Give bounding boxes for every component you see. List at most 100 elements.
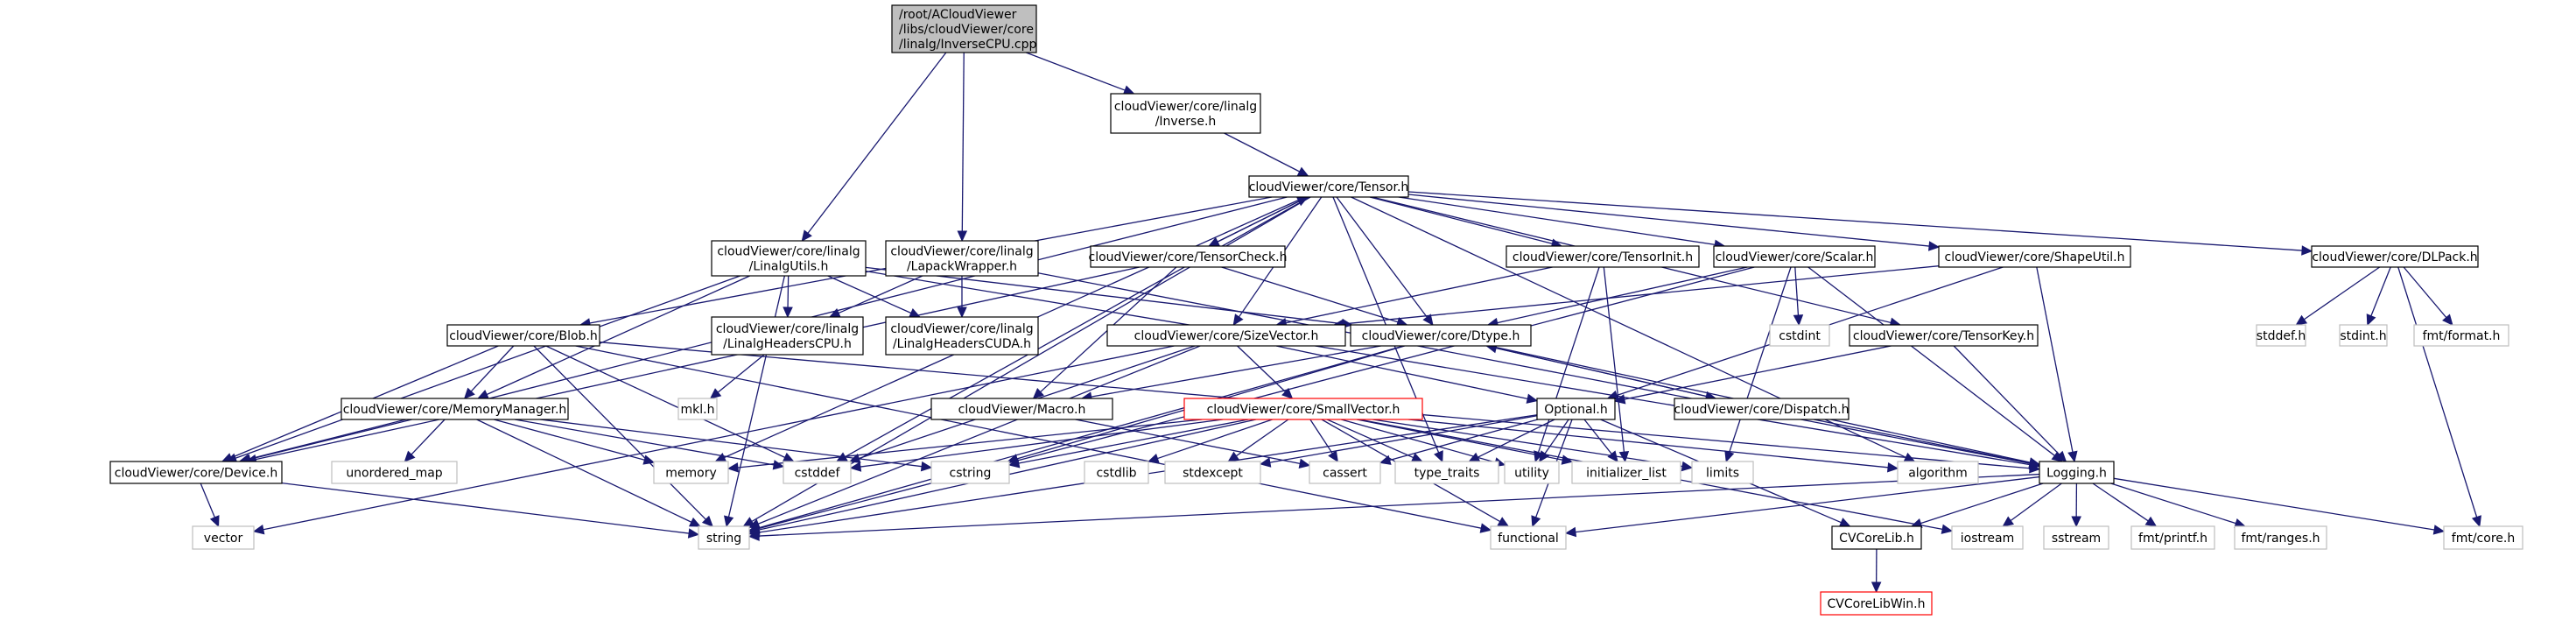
edge-smallvector-to-algorithm [1407,419,1899,473]
arrowhead-icon [957,230,968,243]
arrowhead-icon [2366,314,2376,327]
graph-node-unordered_map: unordered_map [331,461,458,484]
arrowhead-icon [723,515,734,528]
node-box [1090,245,1286,268]
graph-node-tensorinit[interactable]: cloudViewer/core/TensorInit.h [1506,245,1700,268]
arrowhead-icon [2471,515,2481,528]
edge-line [533,345,706,520]
edge-line [539,419,923,468]
graph-node-sstream: sstream [2043,525,2109,550]
arrowhead-icon [909,308,922,318]
node-label: /linalg/InverseCPU.cpp [899,38,1037,52]
arrowhead-icon [1434,450,1443,463]
arrowhead-icon [1122,85,1135,95]
edge-line [1389,419,1538,461]
graph-node-dlpack[interactable]: cloudViewer/core/DLPack.h [2311,245,2479,268]
graph-node-tensorcheck[interactable]: cloudViewer/core/TensorCheck.h [1089,245,1288,268]
edge-line [1407,191,2303,251]
node-box [698,525,750,550]
edge-tensorkey-to-optional [1613,345,1892,405]
graph-node-vector: vector [192,525,255,550]
arrowhead-icon [1564,526,1577,538]
node-label: sstream [2052,532,2101,546]
graph-node-blob[interactable]: cloudViewer/core/Blob.h [446,324,600,347]
node-label: cloudViewer/core/linalg [717,245,860,259]
graph-node-hdrcuda[interactable]: cloudViewer/core/linalg/LinalgHeadersCUD… [885,316,1039,356]
arrowhead-icon [772,460,785,470]
edge-line [1398,196,1716,246]
arrowhead-icon [1259,457,1272,468]
edge-line [1624,345,1892,400]
node-label: fmt/core.h [2452,532,2515,546]
graph-node-smallvector[interactable]: cloudViewer/core/SmallVector.h [1183,398,1423,420]
node-label: /libs/cloudViewer/core [899,23,1034,37]
edge-dlpack-to-fmtcore [2397,266,2481,528]
graph-node-lapack[interactable]: cloudViewer/core/linalg/LapackWrapper.h [885,240,1039,277]
graph-node-device[interactable]: cloudViewer/core/Device.h [109,461,283,484]
graph-node-hdrcpu[interactable]: cloudViewer/core/linalg/LinalgHeadersCPU… [711,316,864,356]
edge-line [838,275,923,314]
node-box [1394,461,1499,484]
node-box [1820,591,1933,616]
arrowhead-icon [1379,454,1392,465]
graph-node-dispatch[interactable]: cloudViewer/core/Dispatch.h [1674,398,1850,420]
graph-node-cstddef: cstddef [783,461,852,484]
edge-line [256,266,1140,461]
edge-line [1356,419,1563,461]
arrowhead-icon [477,390,489,399]
arrowhead-icon [1871,581,1882,594]
graph-node-cvcorelibwin[interactable]: CVCoreLibWin.h [1820,591,1933,616]
graph-node-logging[interactable]: Logging.h [2039,461,2115,484]
node-box [1506,245,1700,268]
arrowhead-icon [849,461,862,472]
edge-smallvector-to-cstdlib [1147,419,1273,463]
node-box [1831,525,1922,550]
arrowhead-icon [782,452,795,462]
arrowhead-icon [463,387,475,399]
graph-node-stddef: stddef.h [2256,324,2306,347]
node-box [2311,245,2479,268]
edge-line [827,275,912,314]
edge-line [1326,419,1414,459]
node-box [2443,525,2523,550]
graph-node-cvcorelib[interactable]: CVCoreLib.h [1831,525,1922,550]
graph-node-inverse[interactable]: cloudViewer/core/linalg/Inverse.h [1110,93,1261,134]
graph-node-scalar[interactable]: cloudViewer/core/Scalar.h [1713,245,1876,268]
graph-node-root[interactable]: /root/ACloudViewer/libs/cloudViewer/core… [891,4,1037,53]
graph-node-tensorkey[interactable]: cloudViewer/core/TensorKey.h [1849,324,2039,347]
edge-memmgr-to-unordered_map [404,419,446,462]
edge-memmgr-to-cstring [539,419,933,472]
graph-node-shapeutil[interactable]: cloudViewer/core/ShapeUtil.h [1938,245,2131,268]
graph-node-tensor[interactable]: cloudViewer/core/Tensor.h [1248,175,1409,198]
arrowhead-icon [1328,450,1338,463]
edge-line [235,275,741,459]
edge-line [514,419,775,466]
arrowhead-icon [221,453,234,462]
graph-node-macro[interactable]: cloudViewer/Macro.h [930,398,1113,420]
edge-scalar-to-logging [1807,266,2064,462]
node-label: cloudViewer/core/linalg [1114,100,1257,114]
node-label: cloudViewer/core/linalg [716,322,859,336]
graph-node-optional[interactable]: Optional.h [1536,398,1616,420]
graph-node-sizevector[interactable]: cloudViewer/core/SizeVector.h [1106,324,1346,347]
arrowhead-icon [1479,523,1492,533]
node-box [109,461,283,484]
arrowhead-icon [920,461,933,472]
edge-scalar-to-limits [1724,266,1792,463]
node-label: mkl.h [681,403,715,417]
edge-line [1309,419,1333,454]
edge-line [486,275,750,396]
node-label: /LapackWrapper.h [907,260,1017,274]
graph-node-stdint: stdint.h [2339,324,2388,347]
graph-node-memmgr[interactable]: cloudViewer/core/MemoryManager.h [340,398,569,420]
node-box [2043,525,2109,550]
graph-node-linalgutils[interactable]: cloudViewer/core/linalg/LinalgUtils.h [711,240,867,277]
edge-line [1953,345,2060,455]
graph-node-dtype[interactable]: cloudViewer/core/Dtype.h [1350,324,1532,347]
node-label: stddef.h [2257,329,2306,343]
edge-line [263,345,1175,531]
node-box [1713,245,1876,268]
arrowhead-icon [2442,314,2453,326]
node-label: fmt/printf.h [2138,532,2207,546]
edge-line [1407,194,1930,247]
